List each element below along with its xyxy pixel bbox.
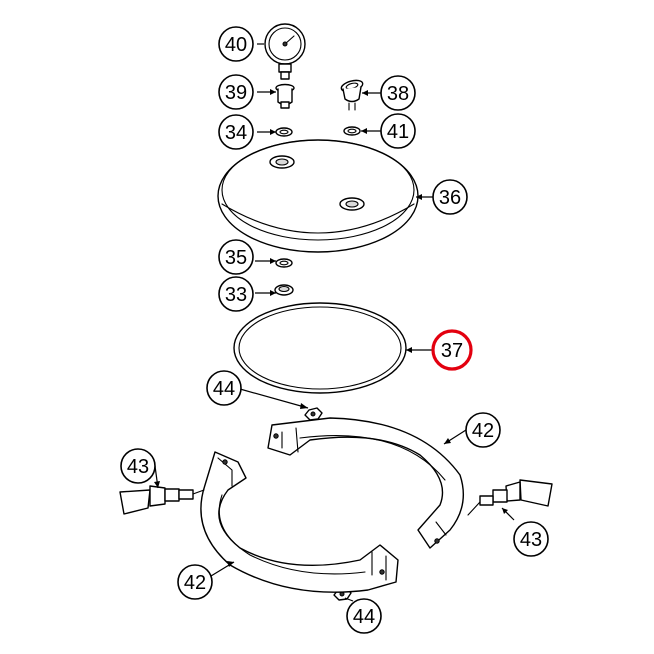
callout-35: 35	[218, 239, 254, 275]
callout-44-lower: 44	[346, 598, 382, 634]
callout-37: 37	[431, 329, 473, 371]
part-gauge-adapter	[275, 83, 295, 109]
callout-label-43-left: 43	[127, 456, 149, 478]
callout-label-44-upper: 44	[213, 378, 235, 400]
callout-label-39: 39	[225, 82, 247, 104]
part-clamp-half-lower	[200, 451, 399, 593]
callout-42-upper: 42	[465, 412, 501, 448]
callout-label-37: 37	[441, 340, 463, 362]
leader-lines	[154, 43, 515, 602]
part-pressure-gauge	[264, 23, 306, 80]
callout-39: 39	[218, 74, 254, 110]
callout-41: 41	[380, 113, 416, 149]
callout-34: 34	[218, 114, 254, 150]
callout-label-43-right: 43	[520, 529, 542, 551]
callout-43-right: 43	[513, 521, 549, 557]
callout-40: 40	[218, 26, 254, 62]
callout-label-36: 36	[439, 187, 461, 209]
callout-44-upper: 44	[206, 370, 242, 406]
callout-42-lower: 42	[177, 564, 213, 600]
part-oring-35	[275, 258, 293, 268]
part-lid-oring	[233, 302, 407, 394]
part-wing-bolt-left	[119, 485, 205, 515]
callout-label-34: 34	[225, 122, 247, 144]
callout-label-33: 33	[225, 284, 247, 306]
callout-label-42-upper: 42	[472, 420, 494, 442]
callout-label-35: 35	[225, 247, 247, 269]
callout-43-left: 43	[120, 448, 156, 484]
callout-label-40: 40	[225, 34, 247, 56]
callout-label-41: 41	[387, 121, 409, 143]
callout-label-38: 38	[387, 83, 409, 105]
part-nut-upper	[304, 407, 323, 421]
part-filter-lid	[217, 139, 419, 253]
part-clamp-half-upper	[267, 417, 464, 549]
callout-38: 38	[380, 75, 416, 111]
callout-label-42-lower: 42	[184, 572, 206, 594]
callout-label-44-lower: 44	[353, 606, 375, 628]
callout-36: 36	[432, 179, 468, 215]
part-oring-41	[343, 126, 361, 136]
part-oring-33	[274, 284, 294, 296]
part-oring-34	[275, 127, 293, 137]
callout-33: 33	[218, 276, 254, 312]
part-air-relief-valve	[340, 79, 364, 111]
part-wing-bolt-right	[467, 479, 553, 516]
